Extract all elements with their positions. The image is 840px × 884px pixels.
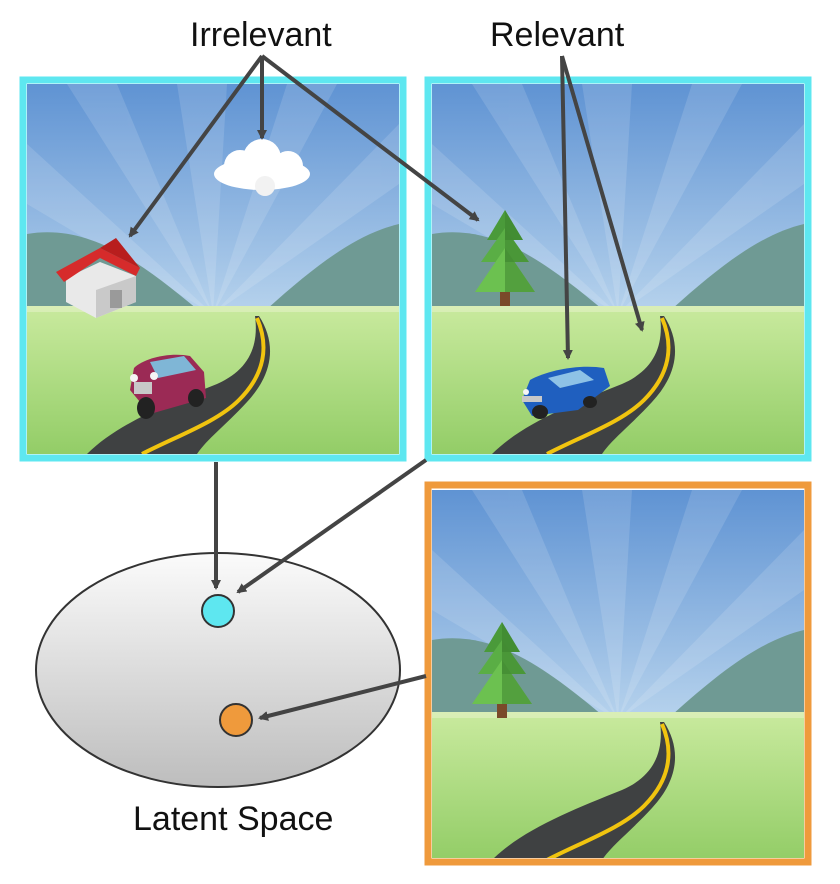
latent-space-label: Latent Space: [133, 800, 333, 839]
irrelevant-label: Irrelevant: [190, 16, 332, 55]
scene-bottom: [428, 485, 808, 862]
arrow-right-scene-to-point: [238, 460, 426, 592]
latent-point-cyan: [202, 595, 234, 627]
relevant-label: Relevant: [490, 16, 624, 55]
scene-right: [428, 80, 808, 458]
latent-space-ellipse: [36, 553, 400, 787]
scene-left: [23, 80, 403, 458]
latent-point-orange: [220, 704, 252, 736]
